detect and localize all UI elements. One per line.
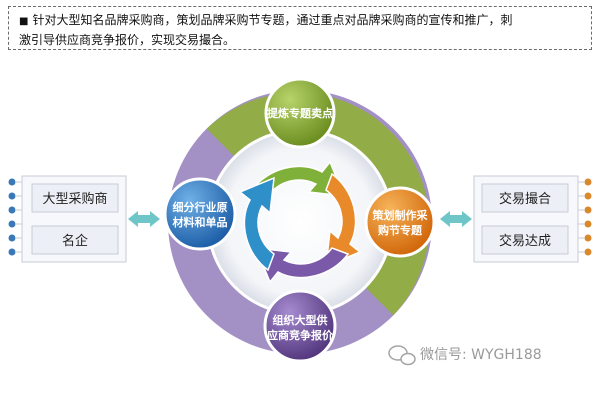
left-box-2: [31, 225, 119, 255]
left-double-arrow-icon: [128, 211, 160, 227]
right-dot-1: [584, 178, 592, 186]
left-panel: 大型采购商 名企: [21, 175, 127, 263]
node-left-line-1: 细分行业原: [173, 200, 228, 214]
node-left-circle: [163, 177, 237, 251]
right-panel: 交易撮合 交易达成: [473, 175, 579, 263]
node-right-line-2: 购节专题: [378, 223, 423, 237]
node-left: 细分行业原 材料和单品: [163, 177, 237, 251]
node-left-line-2: 材料和单品: [173, 215, 228, 229]
header-line-1: ■针对大型知名品牌采购商，策划品牌采购节专题，通过重点对品牌采购商的宣传和推广，…: [19, 11, 581, 31]
right-box-2-label: 交易达成: [499, 233, 551, 249]
node-right: 策划制作采 购节专题: [364, 186, 436, 258]
arrow-blue: [238, 176, 275, 272]
right-double-arrow-icon: [440, 211, 472, 227]
node-bottom: 组织大型供 应商竞争报价: [263, 289, 337, 363]
watermark-text: 微信号: WYGH188: [420, 347, 542, 363]
right-dot-2: [584, 192, 592, 200]
right-box-1-label: 交易撮合: [499, 191, 551, 207]
left-dot-4: [8, 220, 16, 228]
node-bottom-line-2: 应商竞争报价: [267, 328, 334, 342]
node-top-circle: [264, 77, 336, 149]
header-text-1: 针对大型知名品牌采购商，策划品牌采购节专题，通过重点对品牌采购商的宣传和推广，刺: [32, 13, 513, 27]
watermark: 微信号: WYGH188: [388, 345, 542, 366]
right-dot-6: [584, 248, 592, 256]
right-dot-3: [584, 206, 592, 214]
cycle-arrows: [238, 160, 362, 284]
node-bottom-circle: [263, 289, 337, 363]
right-box-1: [481, 183, 569, 213]
left-box-2-label: 名企: [62, 233, 88, 249]
left-dot-2: [8, 192, 16, 200]
left-dot-3: [8, 206, 16, 214]
left-dot-6: [8, 248, 16, 256]
header-line-2: 激引导供应商竞争报价，实现交易撮合。: [19, 31, 581, 49]
left-dot-1: [8, 178, 16, 186]
left-box-1-label: 大型采购商: [42, 191, 107, 207]
bullet-icon: ■: [19, 16, 29, 27]
node-bottom-line-1: 组织大型供: [273, 313, 328, 327]
right-dot-4: [584, 220, 592, 228]
header-box: ■针对大型知名品牌采购商，策划品牌采购节专题，通过重点对品牌采购商的宣传和推广，…: [8, 6, 592, 50]
right-box-2: [481, 225, 569, 255]
header-text-2: 激引导供应商竞争报价，实现交易撮合。: [19, 33, 236, 47]
right-dots: [578, 178, 592, 256]
left-dots: [8, 178, 22, 256]
right-dot-5: [584, 234, 592, 242]
wechat-icon: [388, 345, 416, 366]
node-right-line-1: 策划制作采: [372, 208, 429, 222]
node-right-circle: [364, 186, 436, 258]
left-box-1: [31, 183, 119, 213]
node-top-line-1: 提炼专题卖点: [267, 106, 333, 120]
node-top: 提炼专题卖点: [264, 77, 336, 149]
left-dot-5: [8, 234, 16, 242]
